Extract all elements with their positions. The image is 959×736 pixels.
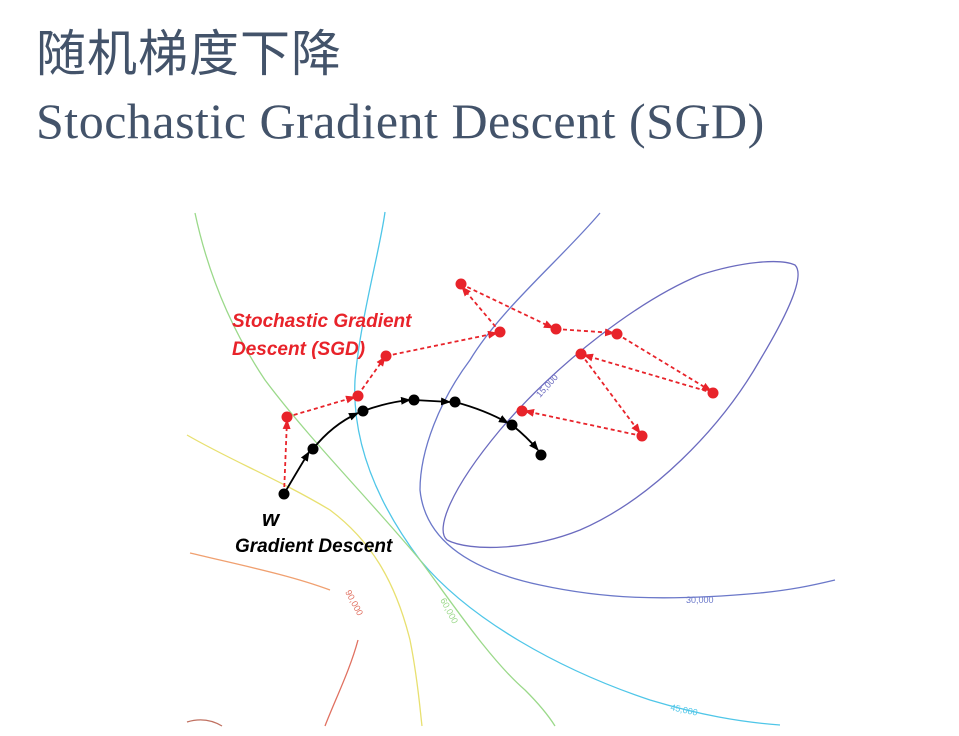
gd-step bbox=[362, 396, 411, 412]
sgd-label-line1: Stochastic Gradient bbox=[232, 311, 412, 332]
sgd-point bbox=[575, 348, 587, 360]
gd-point bbox=[307, 443, 319, 455]
gd-points bbox=[278, 394, 547, 500]
sgd-step bbox=[461, 286, 501, 333]
gd-point bbox=[408, 394, 420, 406]
gd-step bbox=[413, 397, 451, 406]
gd-point bbox=[535, 449, 547, 461]
contour-red-corner bbox=[186, 719, 223, 727]
sgd-point bbox=[494, 326, 506, 338]
gd-point bbox=[449, 396, 461, 408]
gd-point bbox=[506, 419, 518, 431]
w-label: w bbox=[262, 506, 281, 531]
gd-step bbox=[312, 412, 359, 450]
contour-label-15000: 15,000 bbox=[534, 372, 560, 399]
contour-label-45000: 45,000 bbox=[670, 702, 699, 718]
sgd-point bbox=[550, 323, 562, 335]
gd-step bbox=[454, 401, 509, 424]
sgd-point bbox=[281, 411, 293, 423]
contour-yellow bbox=[186, 434, 423, 727]
contour-lines bbox=[186, 211, 836, 727]
sgd-step bbox=[524, 408, 643, 437]
sgd-step bbox=[555, 328, 615, 337]
sgd-step bbox=[583, 353, 714, 394]
sgd-step bbox=[282, 419, 291, 495]
gd-point bbox=[357, 405, 369, 417]
sgd-point bbox=[636, 430, 648, 442]
contour-60000 bbox=[194, 212, 556, 727]
sgd-step bbox=[357, 356, 386, 396]
gd-step bbox=[283, 451, 310, 495]
sgd-point bbox=[611, 328, 623, 340]
sgd-step bbox=[580, 353, 641, 434]
sgd-step bbox=[286, 395, 356, 418]
contour-label-90000: 90,000 bbox=[343, 588, 365, 617]
page-title-english: Stochastic Gradient Descent (SGD) bbox=[36, 93, 765, 149]
sgd-step bbox=[460, 283, 554, 329]
gd-path bbox=[283, 396, 539, 495]
sgd-point bbox=[455, 278, 467, 290]
contour-30000 bbox=[419, 212, 836, 599]
contour-inner-ellipse bbox=[442, 260, 799, 549]
gd-label: Gradient Descent bbox=[235, 536, 393, 557]
gd-point bbox=[278, 488, 290, 500]
contour-red-lower bbox=[324, 639, 359, 727]
contour-value-labels: 15,000 30,000 45,000 60,000 90,000 bbox=[343, 372, 713, 717]
sgd-label-line2: Descent (SGD) bbox=[232, 339, 365, 360]
sgd-step bbox=[616, 333, 712, 392]
sgd-path bbox=[282, 283, 714, 495]
page-title-chinese: 随机梯度下降 bbox=[36, 25, 342, 83]
contour-orange bbox=[189, 552, 331, 591]
sgd-point bbox=[516, 405, 528, 417]
sgd-point bbox=[352, 390, 364, 402]
contour-45000 bbox=[354, 211, 781, 726]
sgd-points bbox=[281, 278, 719, 442]
sgd-point bbox=[380, 350, 392, 362]
sgd-step bbox=[385, 330, 498, 357]
sgd-point bbox=[707, 387, 719, 399]
contour-label-30000: 30,000 bbox=[686, 595, 714, 605]
